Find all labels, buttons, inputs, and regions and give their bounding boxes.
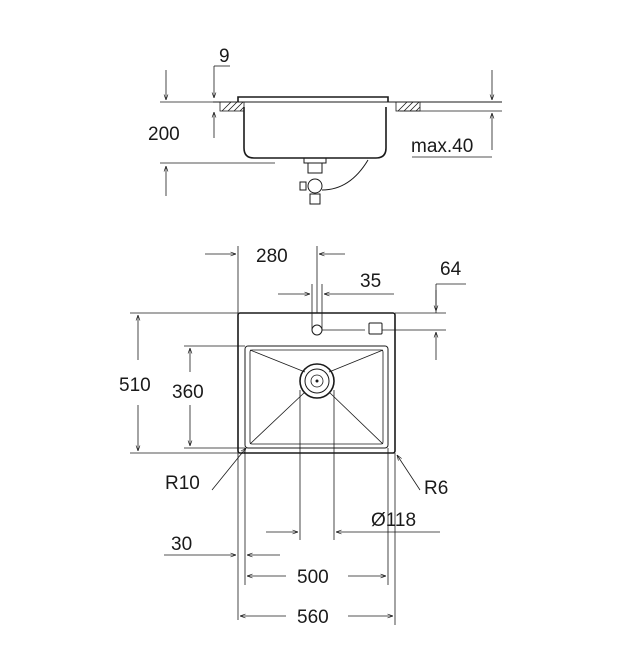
dim-inner-radius: R6	[424, 478, 448, 499]
drain-assembly	[299, 157, 369, 205]
tap-hole-icon	[311, 324, 323, 336]
bowl-inner-outline	[249, 349, 384, 445]
side-view: 9 200 max.40	[148, 46, 502, 205]
dim-counter-max: max.40	[411, 136, 473, 157]
overflow-hose	[321, 159, 369, 191]
countertop-hatch-right	[395, 101, 421, 112]
dim-outer-radius: R10	[165, 473, 200, 494]
dim-bowl-depth: 360	[172, 382, 204, 403]
dim-overall-depth: 510	[119, 375, 151, 396]
top-view: 280 35 64 510 360 R10 R6	[119, 246, 466, 628]
dim-tap-from-back: 64	[440, 259, 462, 280]
dim-tap-offset: 280	[256, 246, 288, 267]
countertop-hatch-left	[219, 101, 245, 112]
bowl-profile	[243, 107, 387, 159]
dim-drain: Ø118	[371, 510, 416, 531]
dim-rim: 30	[171, 534, 192, 555]
dim-overall-width: 560	[297, 607, 329, 628]
dim-top-thickness: 9	[219, 46, 230, 67]
bowl-outline	[244, 345, 389, 449]
drain-icon	[299, 363, 335, 399]
dim-bowl-width: 500	[297, 567, 329, 588]
dim-depth: 200	[148, 124, 180, 145]
dim-tap-hole: 35	[360, 271, 381, 292]
overflow-button-icon	[368, 322, 383, 335]
sink-rim-profile	[237, 96, 389, 102]
